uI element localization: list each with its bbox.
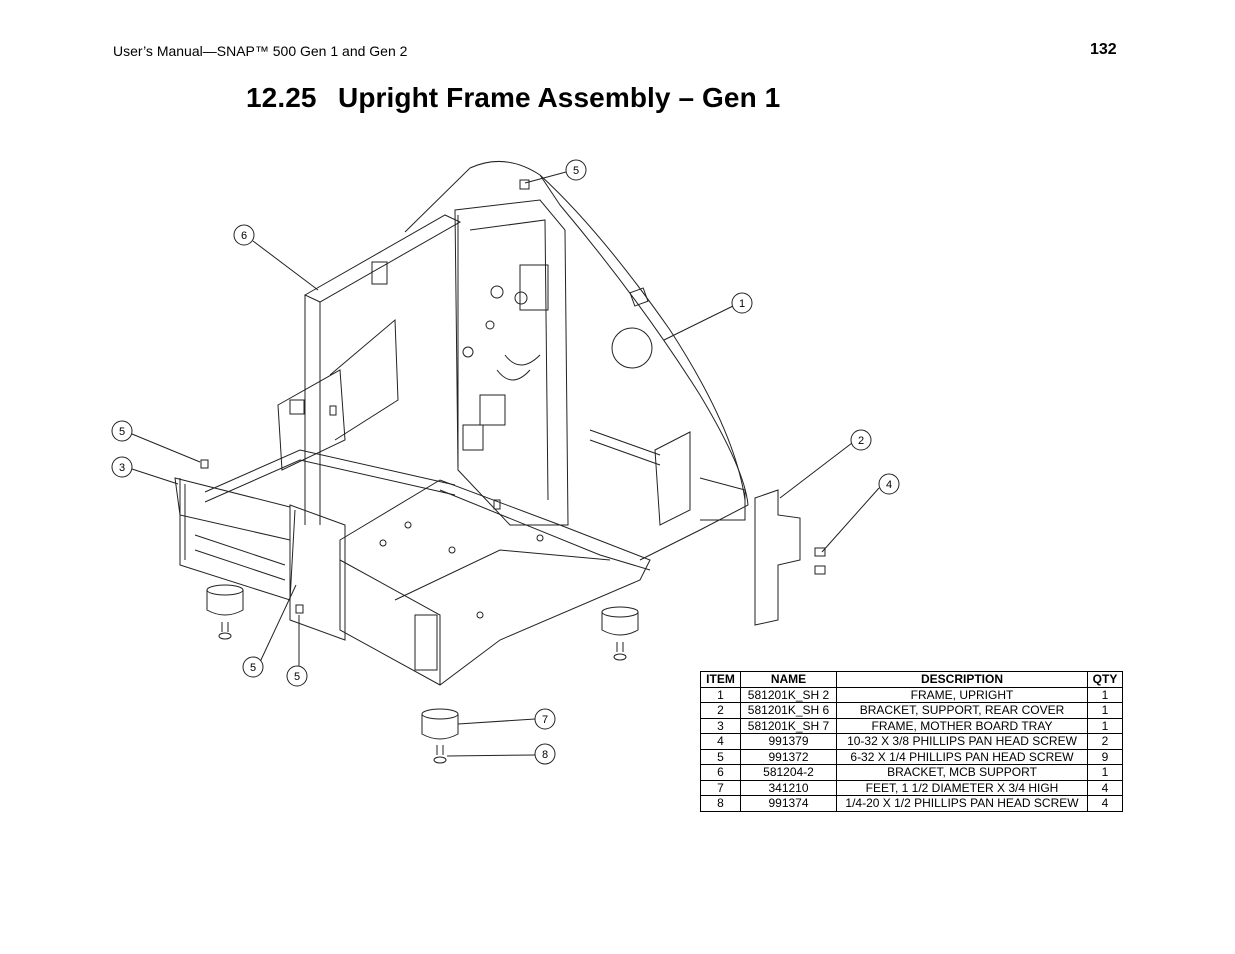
- cell-qty: 1: [1087, 686, 1123, 703]
- column-header-qty: QTY: [1087, 671, 1123, 688]
- cell-name: 581201K_SH 7: [740, 717, 837, 734]
- cell-name: 991372: [740, 748, 837, 765]
- cell-description: FRAME, UPRIGHT: [836, 686, 1088, 703]
- callout-label: 2: [858, 435, 864, 447]
- callout-1: 1: [731, 292, 753, 314]
- motherboard-tray: [339, 479, 651, 686]
- callout-label: 5: [573, 165, 579, 177]
- section-title: 12.25 Upright Frame Assembly – Gen 1: [246, 82, 780, 114]
- cell-item: 3: [700, 717, 741, 734]
- cell-name: 581204-2: [740, 764, 837, 781]
- mcb-support-bracket: [303, 214, 462, 303]
- callout-label: 4: [886, 479, 892, 491]
- callout-label: 3: [119, 462, 125, 474]
- callout-5-top: 5: [565, 159, 587, 181]
- callout-label: 7: [542, 714, 548, 726]
- cell-description: FRAME, MOTHER BOARD TRAY: [836, 717, 1088, 734]
- cell-description: 1/4-20 X 1/2 PHILLIPS PAN HEAD SCREW: [836, 795, 1088, 812]
- table-header-row: ITEM NAME DESCRIPTION QTY: [700, 671, 1123, 688]
- cell-qty: 4: [1087, 779, 1123, 796]
- cell-item: 2: [700, 702, 741, 719]
- cell-name: 341210: [740, 779, 837, 796]
- callout-7: 7: [534, 708, 556, 730]
- cell-name: 991374: [740, 795, 837, 812]
- cell-name: 991379: [740, 733, 837, 750]
- cell-description: 10-32 X 3/8 PHILLIPS PAN HEAD SCREW: [836, 733, 1088, 750]
- cell-qty: 1: [1087, 764, 1123, 781]
- callout-2: 2: [850, 429, 872, 451]
- callout-5-left: 5: [111, 420, 133, 442]
- cell-item: 6: [700, 764, 741, 781]
- column-header-description: DESCRIPTION: [836, 671, 1088, 688]
- callout-4: 4: [878, 473, 900, 495]
- section-number: 12.25: [246, 82, 317, 113]
- cell-item: 7: [700, 779, 741, 796]
- cell-qty: 2: [1087, 733, 1123, 750]
- callout-3: 3: [111, 456, 133, 478]
- callout-5-bottom-left: 5: [242, 656, 264, 678]
- cell-name: 581201K_SH 2: [740, 686, 837, 703]
- column-header-item: ITEM: [700, 671, 741, 688]
- cell-description: BRACKET, MCB SUPPORT: [836, 764, 1088, 781]
- cell-qty: 4: [1087, 795, 1123, 812]
- cell-description: FEET, 1 1/2 DIAMETER X 3/4 HIGH: [836, 779, 1088, 796]
- cell-qty: 1: [1087, 702, 1123, 719]
- callout-label: 1: [739, 298, 745, 310]
- callout-label: 6: [241, 230, 247, 242]
- callout-8: 8: [534, 743, 556, 765]
- cell-description: BRACKET, SUPPORT, REAR COVER: [836, 702, 1088, 719]
- cell-item: 1: [700, 686, 741, 703]
- side-plate-hole: [611, 327, 653, 369]
- cell-description: 6-32 X 1/4 PHILLIPS PAN HEAD SCREW: [836, 748, 1088, 765]
- page-number: 132: [1090, 41, 1117, 58]
- column-header-name: NAME: [740, 671, 837, 688]
- cell-item: 5: [700, 748, 741, 765]
- callout-label: 5: [250, 662, 256, 674]
- cell-item: 4: [700, 733, 741, 750]
- callout-label: 5: [294, 671, 300, 683]
- callout-label: 5: [119, 426, 125, 438]
- cell-qty: 9: [1087, 748, 1123, 765]
- cell-item: 8: [700, 795, 741, 812]
- rear-cover-bracket: [754, 489, 801, 626]
- upright-inner-wall: [454, 199, 569, 526]
- manual-title: User’s Manual—SNAP™ 500 Gen 1 and Gen 2: [113, 43, 408, 59]
- callout-6: 6: [233, 224, 255, 246]
- callout-5-bottom: 5: [286, 665, 308, 687]
- section-title-text: Upright Frame Assembly – Gen 1: [338, 82, 781, 113]
- cell-name: 581201K_SH 6: [740, 702, 837, 719]
- callout-label: 8: [542, 749, 548, 761]
- cell-qty: 1: [1087, 717, 1123, 734]
